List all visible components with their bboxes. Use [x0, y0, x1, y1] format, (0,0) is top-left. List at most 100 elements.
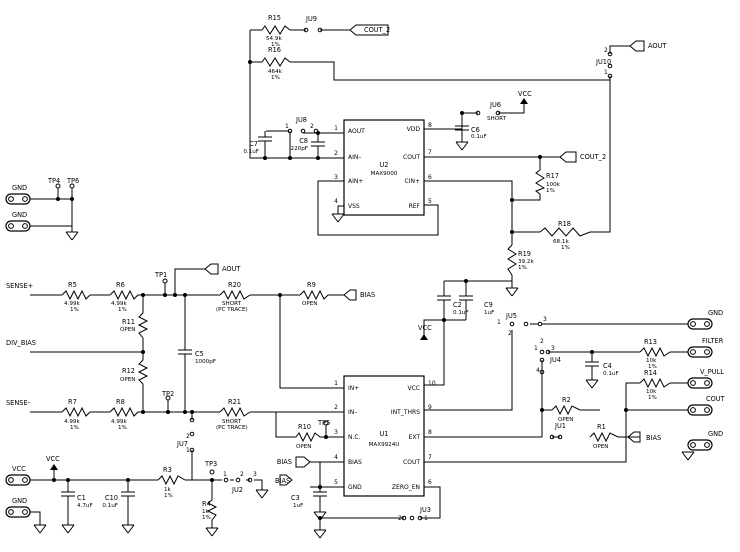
resistor-R7: R7 4.99k 1% — [61, 398, 91, 431]
connector-v-pull: V_PULL — [687, 368, 724, 389]
connector-sense-minus: SENSE- — [6, 399, 31, 407]
svg-text:OPEN: OPEN — [120, 377, 136, 383]
svg-text:R7: R7 — [68, 398, 77, 406]
svg-text:54.9k: 54.9k — [266, 36, 282, 42]
net-label-bias-ju2: BIAS — [275, 474, 293, 486]
svg-text:1%: 1% — [202, 515, 211, 521]
svg-text:MAX9000: MAX9000 — [371, 171, 398, 177]
svg-text:C5: C5 — [195, 350, 204, 358]
svg-text:TP5: TP5 — [317, 419, 330, 427]
test-point-TP6: TP6 — [66, 177, 79, 189]
svg-text:R8: R8 — [116, 398, 125, 406]
svg-text:R21: R21 — [228, 398, 241, 406]
svg-text:SENSE-: SENSE- — [6, 399, 31, 407]
svg-text:SHORT: SHORT — [222, 419, 242, 425]
svg-text:JU2: JU2 — [231, 486, 243, 494]
svg-text:1: 1 — [424, 515, 428, 522]
svg-text:R19: R19 — [518, 250, 531, 258]
svg-text:N.C.: N.C. — [348, 434, 361, 441]
svg-text:R20: R20 — [228, 281, 241, 289]
svg-text:R5: R5 — [68, 281, 77, 289]
svg-text:R4: R4 — [202, 500, 211, 508]
jumper-JU1: JU1 — [549, 422, 566, 440]
svg-text:C6: C6 — [471, 126, 480, 134]
svg-text:R16: R16 — [268, 46, 281, 54]
svg-text:OPEN: OPEN — [120, 327, 136, 333]
svg-text:1%: 1% — [118, 307, 127, 313]
capacitor-C5: C5 1000pF — [178, 349, 216, 365]
svg-text:1%: 1% — [561, 245, 570, 251]
svg-text:1%: 1% — [70, 307, 79, 313]
svg-text:AOUT: AOUT — [648, 42, 667, 50]
capacitor-C9: C9 1uF — [459, 295, 494, 316]
svg-text:SENSE+: SENSE+ — [6, 282, 33, 290]
svg-text:OPEN: OPEN — [593, 444, 609, 450]
svg-text:JU7: JU7 — [176, 440, 188, 448]
svg-text:R6: R6 — [116, 281, 125, 289]
jumper-JU7: JU7 2 1 — [176, 417, 195, 454]
svg-text:2: 2 — [508, 330, 512, 337]
svg-text:1%: 1% — [118, 425, 127, 431]
svg-text:R11: R11 — [122, 318, 135, 326]
svg-text:VCC: VCC — [12, 465, 26, 473]
svg-text:COUT: COUT — [403, 459, 420, 466]
svg-text:0.1uF: 0.1uF — [102, 503, 118, 509]
svg-text:BIAS: BIAS — [275, 477, 290, 485]
svg-text:0.1uF: 0.1uF — [603, 371, 619, 377]
svg-text:3: 3 — [551, 345, 555, 352]
capacitor-C4: C4 0.1uF — [585, 361, 619, 377]
resistor-R1: R1 OPEN — [589, 423, 619, 450]
svg-text:COUT: COUT — [403, 154, 420, 161]
svg-text:R2: R2 — [562, 396, 571, 404]
svg-text:8: 8 — [428, 429, 432, 436]
svg-text:(PC TRACE): (PC TRACE) — [216, 307, 248, 313]
jumper-JU10: JU10 2 1 — [595, 47, 613, 79]
svg-text:V_PULL: V_PULL — [700, 368, 724, 376]
svg-text:BIAS: BIAS — [348, 459, 362, 466]
resistor-R17: R17 100k 1% — [534, 169, 561, 195]
resistor-R11: R11 OPEN — [120, 312, 149, 339]
svg-text:1: 1 — [604, 69, 608, 76]
test-point-TP2: TP2 — [161, 390, 174, 401]
svg-text:2: 2 — [398, 515, 402, 522]
svg-text:REF: REF — [409, 203, 421, 210]
svg-text:C7: C7 — [249, 140, 258, 148]
net-label-bias-r1: BIAS — [627, 431, 661, 443]
svg-text:OPEN: OPEN — [558, 417, 574, 423]
svg-text:2: 2 — [310, 123, 314, 130]
svg-text:4.99k: 4.99k — [64, 301, 80, 307]
svg-text:1: 1 — [334, 125, 338, 132]
svg-text:R3: R3 — [163, 466, 172, 474]
resistor-R8: R8 4.99k 1% — [109, 398, 139, 431]
svg-text:SHORT: SHORT — [487, 116, 507, 122]
svg-text:1: 1 — [334, 380, 338, 387]
svg-text:1: 1 — [186, 447, 190, 454]
svg-text:2: 2 — [240, 471, 244, 478]
svg-text:10k: 10k — [646, 389, 657, 395]
svg-text:COUT_2: COUT_2 — [364, 26, 390, 34]
svg-text:68.1k: 68.1k — [553, 239, 569, 245]
svg-text:0.1uF: 0.1uF — [453, 310, 469, 316]
svg-text:DIV_BIAS: DIV_BIAS — [6, 339, 36, 347]
svg-text:3: 3 — [253, 471, 257, 478]
svg-text:(PC TRACE): (PC TRACE) — [216, 425, 248, 431]
connector-gnd-right-2: GND — [687, 430, 723, 451]
connector-gnd-1: GND — [5, 184, 31, 205]
resistor-R20: R20 SHORT (PC TRACE) — [216, 281, 251, 313]
svg-text:1%: 1% — [518, 265, 527, 271]
resistor-R12: R12 OPEN — [120, 359, 149, 385]
svg-text:1: 1 — [285, 123, 289, 130]
svg-text:VCC: VCC — [418, 324, 432, 332]
svg-text:4.99k: 4.99k — [111, 301, 127, 307]
net-label-cout2-top: COUT_2 — [349, 24, 390, 36]
svg-text:1uF: 1uF — [293, 503, 303, 509]
resistor-R9: R9 OPEN — [299, 281, 329, 307]
svg-text:COUT_2: COUT_2 — [580, 153, 606, 161]
svg-text:FILTER: FILTER — [702, 337, 724, 345]
svg-text:EXT: EXT — [409, 434, 421, 441]
svg-text:C10: C10 — [105, 494, 118, 502]
svg-text:JU6: JU6 — [489, 101, 501, 109]
svg-text:TP1: TP1 — [154, 271, 167, 279]
svg-text:R10: R10 — [298, 423, 311, 431]
